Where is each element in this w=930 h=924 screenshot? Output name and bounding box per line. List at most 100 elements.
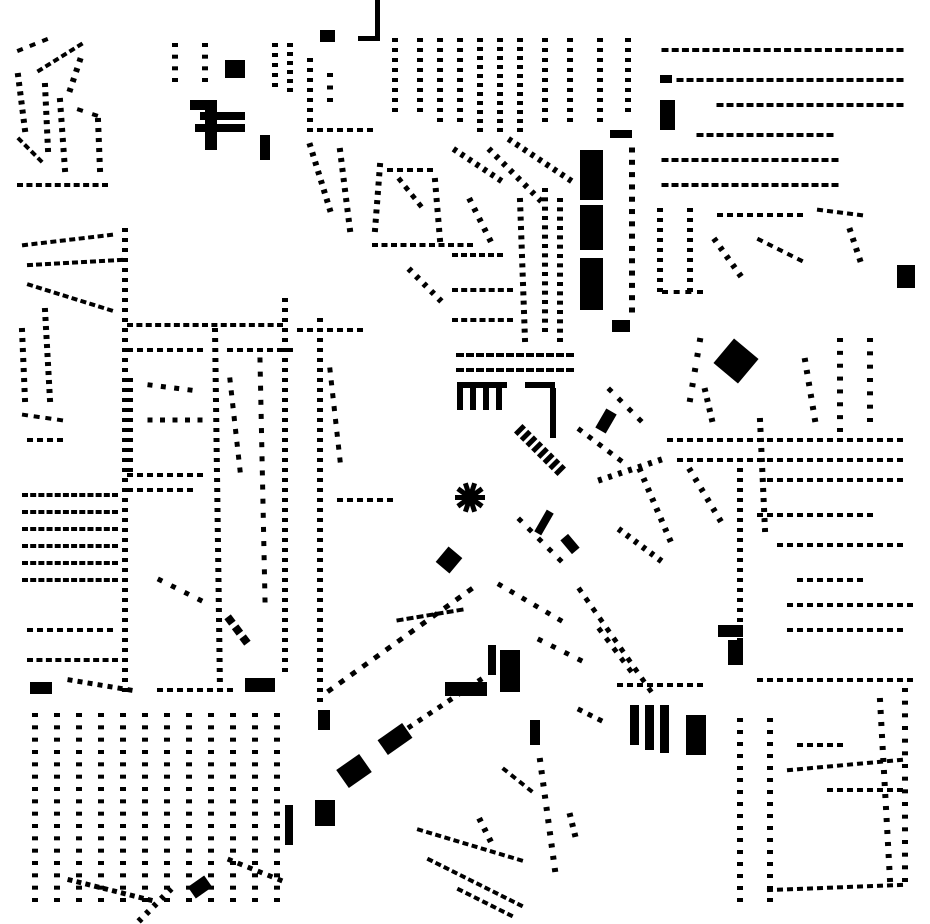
building <box>27 628 33 632</box>
building <box>147 473 153 477</box>
building <box>98 824 104 828</box>
building <box>787 628 793 632</box>
building <box>807 743 813 747</box>
building <box>877 458 883 462</box>
building <box>60 51 68 59</box>
building <box>147 348 153 352</box>
building <box>30 527 37 531</box>
building <box>737 814 743 818</box>
building <box>882 793 889 799</box>
building <box>246 864 254 872</box>
building <box>542 281 548 286</box>
building <box>384 644 393 653</box>
building <box>556 368 564 372</box>
building <box>21 397 29 403</box>
building <box>164 811 170 816</box>
building <box>142 848 148 853</box>
building <box>59 238 66 243</box>
building <box>756 417 764 423</box>
building <box>208 787 214 791</box>
building <box>516 353 524 357</box>
building <box>757 513 763 517</box>
building <box>756 78 764 82</box>
building <box>94 117 102 123</box>
building <box>337 498 343 502</box>
building <box>142 787 148 791</box>
building <box>127 687 133 693</box>
building <box>97 628 103 632</box>
building <box>542 58 548 62</box>
building <box>145 323 152 327</box>
building <box>320 188 328 195</box>
building <box>686 78 694 82</box>
building <box>331 405 338 412</box>
building <box>36 156 44 164</box>
building <box>102 885 109 892</box>
building <box>208 750 214 754</box>
building <box>62 510 69 514</box>
building <box>629 184 635 190</box>
building <box>196 596 204 604</box>
building <box>847 788 853 792</box>
building <box>542 225 548 230</box>
building <box>208 898 214 902</box>
building <box>282 508 288 512</box>
building <box>737 478 743 482</box>
building <box>282 588 288 592</box>
building <box>637 683 643 687</box>
building <box>550 388 556 438</box>
building <box>884 829 891 835</box>
building <box>122 468 128 472</box>
building <box>98 787 104 791</box>
building <box>718 625 743 637</box>
building <box>127 378 133 382</box>
building <box>77 628 83 632</box>
building <box>796 766 804 772</box>
building <box>567 38 573 42</box>
building <box>208 737 214 742</box>
building <box>736 271 744 279</box>
building <box>580 258 603 310</box>
building <box>629 221 635 227</box>
building <box>307 328 313 332</box>
building <box>721 183 729 187</box>
building <box>376 172 383 177</box>
building <box>88 301 96 308</box>
building <box>122 298 128 302</box>
building <box>459 873 467 880</box>
building <box>187 875 213 899</box>
building <box>817 603 823 607</box>
building <box>230 848 236 853</box>
building <box>317 458 323 462</box>
building <box>345 217 352 223</box>
building <box>22 527 28 531</box>
building <box>231 415 238 422</box>
building <box>438 243 445 247</box>
building <box>687 278 693 282</box>
building <box>737 578 743 582</box>
building <box>317 648 323 652</box>
building <box>30 561 37 565</box>
building <box>431 177 439 183</box>
building <box>120 737 126 742</box>
building <box>387 498 393 502</box>
building <box>52 56 60 64</box>
building <box>127 448 133 452</box>
building <box>457 98 463 102</box>
building <box>806 765 814 771</box>
building <box>41 82 49 88</box>
building <box>717 458 723 462</box>
building <box>817 543 823 547</box>
building <box>77 678 83 685</box>
building <box>436 296 444 304</box>
building <box>508 897 516 905</box>
building <box>611 646 619 654</box>
building <box>629 258 635 264</box>
building <box>317 678 323 682</box>
building <box>625 48 631 52</box>
building <box>307 68 313 72</box>
building <box>691 183 699 187</box>
building <box>776 246 784 254</box>
building <box>480 846 488 852</box>
building <box>557 263 563 268</box>
